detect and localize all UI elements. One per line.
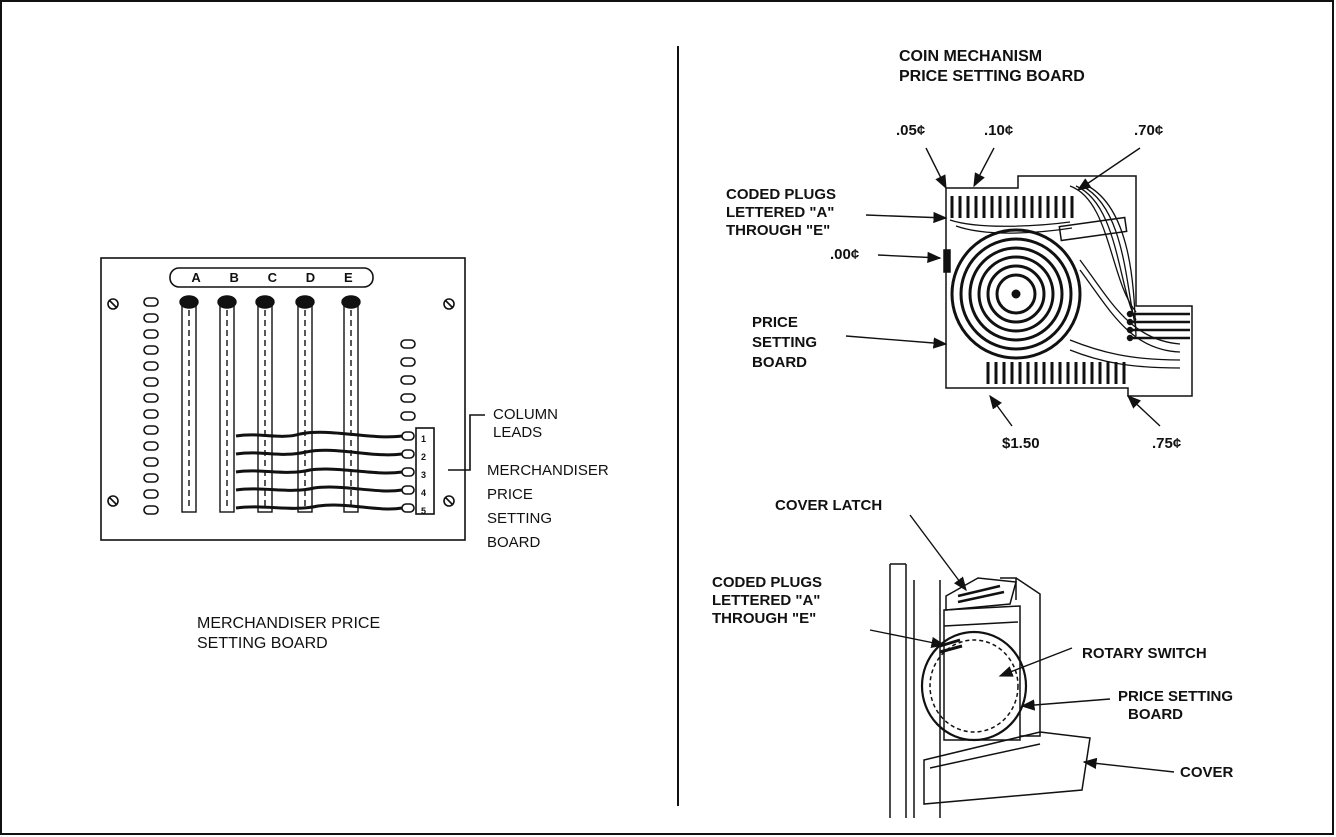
lead-terminals xyxy=(401,431,415,513)
column-letter-c: C xyxy=(267,270,278,285)
row-number-2: 2 xyxy=(421,452,427,462)
column-letter-e: E xyxy=(343,270,353,285)
coin-mechanism-board-drawing xyxy=(845,147,1193,427)
column-leads-leader xyxy=(448,414,485,471)
housing-coded-plugs-label: CODED PLUGS LETTERED "A" THROUGH "E" xyxy=(712,574,823,627)
merchandiser-board-drawing xyxy=(100,257,485,541)
price-10-label: .10¢ xyxy=(984,122,1014,139)
plug-connector xyxy=(1058,216,1128,242)
coin-price-setting-board-label: PRICE SETTING BOARD xyxy=(752,314,818,371)
coin-board-arrows xyxy=(845,147,1161,427)
coin-mechanism-title: COIN MECHANISM PRICE SETTING BOARD xyxy=(899,48,1085,85)
trace-lines xyxy=(949,185,1181,369)
row-numbers: 1 2 3 4 5 xyxy=(421,430,426,520)
left-pin-column xyxy=(143,297,159,515)
bottom-contact-teeth xyxy=(986,362,1126,384)
column-letter-a: A xyxy=(191,270,201,285)
column-letter-d: D xyxy=(305,270,316,285)
wire-leads xyxy=(235,430,403,511)
price-150-label: $1.50 xyxy=(1002,435,1040,452)
cover-label: COVER xyxy=(1180,764,1234,781)
housing-arrows xyxy=(869,514,1175,773)
price-00-label: .00¢ xyxy=(830,246,860,263)
rotary-switch-label: ROTARY SWITCH xyxy=(1082,645,1207,662)
coin-coded-plugs-label: CODED PLUGS LETTERED "A" THROUGH "E" xyxy=(726,186,837,239)
top-contact-teeth xyxy=(950,196,1074,218)
row-number-1: 1 xyxy=(421,434,427,444)
price-75-label: .75¢ xyxy=(1152,435,1182,452)
terminal-strip xyxy=(415,427,435,515)
side-contacts xyxy=(1126,310,1190,342)
merchandiser-board-label: MERCHANDISER PRICE SETTING BOARD xyxy=(487,462,609,551)
column-letters: A B C D E xyxy=(177,270,367,285)
column-leads-label: COLUMN LEADS xyxy=(493,406,559,441)
panel-divider xyxy=(677,46,679,806)
price-05-label: .05¢ xyxy=(896,122,926,139)
latch-ribs xyxy=(957,584,1005,604)
spiral-rings xyxy=(950,228,1082,360)
column-letter-b: B xyxy=(229,270,239,285)
row-number-5: 5 xyxy=(421,506,427,516)
cover-latch-label: COVER LATCH xyxy=(775,497,883,514)
column-strips xyxy=(179,295,361,513)
merchandiser-title: MERCHANDISER PRICE SETTING BOARD xyxy=(197,615,381,652)
row-number-4: 4 xyxy=(421,488,427,498)
coin-mechanism-housing-drawing xyxy=(869,514,1175,818)
right-pin-column xyxy=(400,339,416,421)
price-70-label: .70¢ xyxy=(1134,122,1164,139)
housing-price-setting-board-label: PRICE SETTING BOARD xyxy=(1118,688,1234,723)
row-number-3: 3 xyxy=(421,470,427,480)
